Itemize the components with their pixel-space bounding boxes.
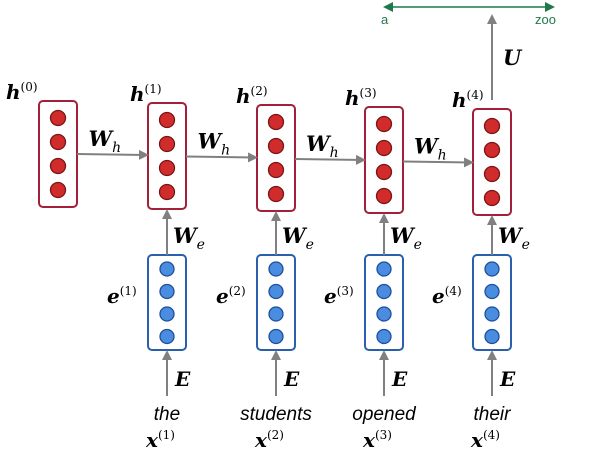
embedding-unit-2-0 [268, 261, 284, 277]
hidden-label-4: h(4) [452, 88, 484, 112]
hidden-unit-3-2 [375, 163, 393, 181]
hidden-state-4: h(4) [452, 88, 512, 216]
input-label-4: x(4) [470, 428, 500, 452]
embed-matrix-label-2: E [283, 367, 300, 391]
hidden-unit-2-1 [267, 137, 285, 155]
embedding-3: e(3) WeE [324, 213, 422, 396]
hidden-state-0: h(0) [6, 80, 78, 208]
embedding-1: e(1) WeE [107, 209, 205, 396]
embedding-label-1: e(1) [107, 284, 137, 308]
recurrent-arrow-1 [185, 152, 258, 163]
hidden-unit-1-3 [158, 183, 176, 201]
embedding-unit-1-1 [159, 283, 175, 300]
hidden-weight-label-0: Wh [89, 126, 122, 156]
embedding-unit-4-3 [484, 328, 500, 345]
embedding-unit-3-2 [376, 306, 392, 322]
hidden-unit-2-0 [267, 113, 285, 131]
embed-weight-label-2: We [282, 223, 314, 253]
vocab-end-label: zoo [535, 12, 556, 27]
hidden-unit-3-3 [375, 187, 393, 205]
hidden-unit-1-1 [158, 135, 176, 153]
word-2: students [240, 404, 312, 425]
hidden-label-3: h(3) [345, 86, 377, 110]
word-3: opened [352, 404, 417, 425]
embed-matrix-label-1: E [174, 367, 191, 391]
embed-matrix-label-4: E [499, 367, 516, 391]
embed-weight-label-1: We [173, 223, 205, 253]
embedding-unit-4-0 [484, 261, 500, 277]
embedding-label-2: e(2) [216, 284, 246, 308]
hidden-unit-4-0 [483, 117, 501, 135]
hidden-unit-0-1 [49, 133, 67, 151]
word-1: the [154, 404, 180, 425]
input-label-1: x(1) [145, 428, 175, 452]
hidden-unit-4-1 [483, 141, 501, 159]
hidden-unit-4-3 [483, 189, 501, 207]
hidden-state-2: h(2) [236, 84, 296, 212]
input-label-2: x(2) [254, 428, 284, 452]
embed-weight-label-4: We [498, 223, 530, 253]
recurrent-arrow-3 [402, 157, 474, 168]
output-weight-label: U [503, 45, 523, 70]
embed-weight-label-3: We [390, 223, 422, 253]
hidden-weight-label-1: Wh [198, 129, 231, 159]
embedding-label-4: e(4) [432, 284, 462, 308]
hidden-unit-4-2 [483, 165, 501, 183]
embedding-unit-3-0 [376, 261, 392, 277]
embedding-unit-3-3 [376, 328, 392, 345]
embedding-unit-1-3 [159, 328, 175, 345]
embedding-unit-1-2 [159, 306, 175, 322]
hidden-unit-1-0 [158, 111, 176, 129]
embedding-unit-2-2 [268, 306, 284, 322]
hidden-state-3: h(3) [345, 86, 404, 214]
hidden-unit-1-2 [158, 159, 176, 177]
embedding-unit-3-1 [376, 283, 392, 300]
hidden-unit-2-3 [267, 185, 285, 203]
embedding-unit-2-3 [268, 328, 284, 345]
word-4: their [474, 404, 512, 425]
vocab-start-label: a [381, 12, 389, 27]
hidden-unit-3-0 [375, 115, 393, 133]
embedding-2: e(2) WeE [216, 211, 314, 396]
hidden-weight-label-2: Wh [306, 131, 339, 161]
input-words: the x(1) students x(2) opened x(3) their x(4) [145, 404, 511, 452]
embedding-unit-4-1 [484, 283, 500, 300]
hidden-label-0: h(0) [6, 80, 38, 104]
hidden-unit-2-2 [267, 161, 285, 179]
hidden-unit-3-1 [375, 139, 393, 157]
recurrent-arrow-2 [294, 154, 366, 165]
embedding-4: e(4) WeE [432, 215, 530, 396]
hidden-unit-0-3 [49, 181, 67, 199]
hidden-unit-0-0 [49, 109, 67, 127]
embedding-unit-4-2 [484, 306, 500, 322]
embed-matrix-label-3: E [391, 367, 408, 391]
hidden-unit-0-2 [49, 157, 67, 175]
recurrent-arrow-0 [76, 149, 149, 160]
hidden-label-2: h(2) [236, 84, 268, 108]
embedding-unit-2-1 [268, 283, 284, 300]
input-label-3: x(3) [362, 428, 392, 452]
hidden-weight-label-3: Wh [414, 134, 447, 164]
embedding-label-3: e(3) [324, 284, 354, 308]
hidden-label-1: h(1) [130, 82, 162, 106]
embedding-unit-1-0 [159, 261, 175, 277]
hidden-state-1: h(1) [130, 82, 187, 210]
